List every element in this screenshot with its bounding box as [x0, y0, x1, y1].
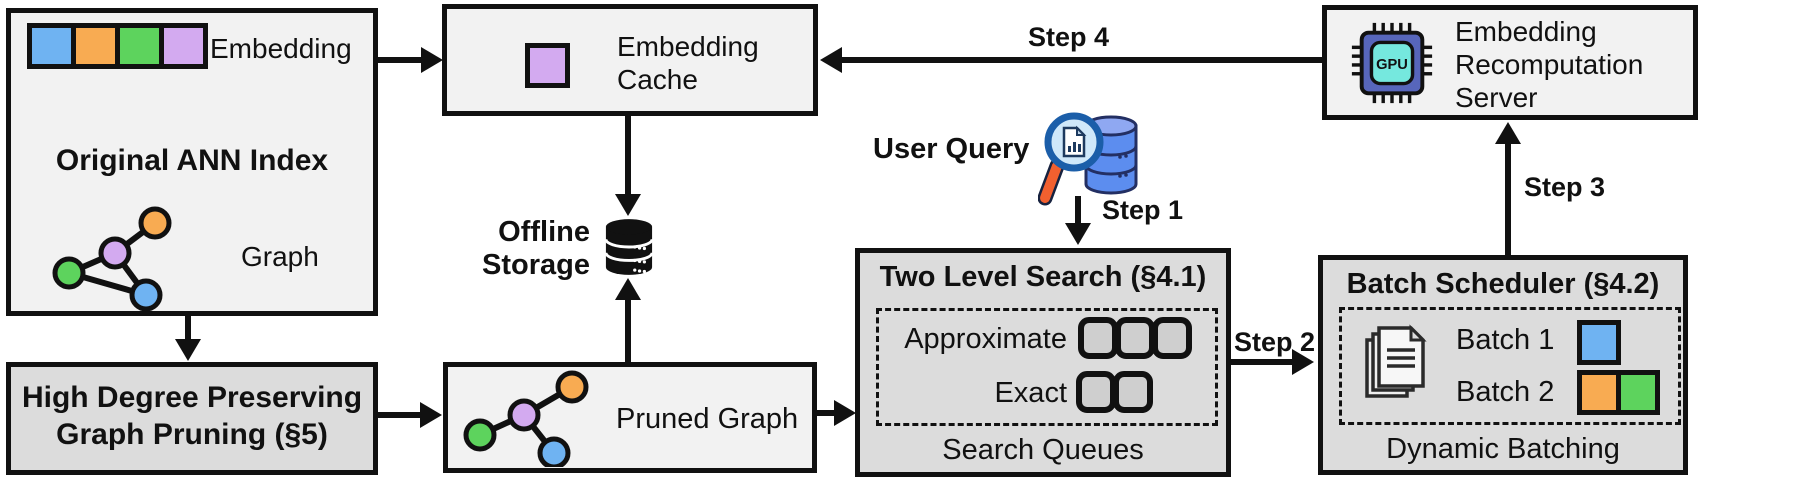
step2-label: Step 2 — [1234, 327, 1316, 357]
arrowhead — [820, 47, 842, 73]
arrowhead — [1495, 122, 1521, 144]
embedding-cell-blue — [32, 28, 76, 64]
embedding-cache-title: Embedding Cache — [617, 31, 759, 95]
original-ann-index-box: Embedding Original ANN Index Graph — [6, 8, 378, 316]
embedding-cell-purple — [164, 28, 203, 64]
graph-icon — [52, 206, 172, 312]
queue-slot-icon — [1152, 317, 1192, 359]
arrowhead — [615, 194, 641, 216]
gpu-chip-icon: GPU — [1351, 22, 1433, 104]
arrowhead — [421, 47, 443, 73]
batch-scheduler-box: Batch Scheduler (§4.2) Batch 1 Batch 2 D… — [1318, 255, 1688, 475]
arrow-pruned-to-storage — [625, 299, 631, 363]
queue-slot-icon — [1115, 317, 1155, 359]
arrow-step4 — [840, 57, 1322, 63]
arrowhead — [175, 339, 201, 361]
documents-icon — [1365, 324, 1427, 398]
arrow-pruning-to-pruned — [377, 412, 423, 418]
arrow-cache-to-storage — [625, 114, 631, 197]
gpu-chip-label: GPU — [1376, 57, 1408, 73]
dynamic-batching-label: Dynamic Batching — [1386, 433, 1620, 465]
pruned-node-purple — [507, 398, 541, 432]
arrowhead — [1292, 349, 1314, 375]
arrowhead — [1065, 223, 1091, 245]
embedding-vector-icon — [27, 23, 208, 69]
arrow-pruned-to-search — [815, 410, 837, 416]
database-icon — [604, 219, 654, 275]
embedding-cell-orange — [76, 28, 120, 64]
cached-embedding-square — [525, 43, 570, 88]
magnifier-database-icon — [1038, 112, 1138, 206]
step4-label: Step 4 — [1028, 22, 1110, 52]
queue-slot-icon — [1078, 317, 1118, 359]
offline-storage-label: Offline Storage — [482, 216, 590, 281]
dynamic-batching-panel — [1339, 307, 1681, 425]
exact-queue-icons — [1076, 371, 1153, 413]
recomputation-server-title: Embedding Recomputation Server — [1455, 16, 1644, 113]
search-queues-panel — [876, 308, 1218, 426]
embedding-cache-box: Embedding Cache — [442, 4, 818, 116]
graph-node-purple — [98, 236, 132, 270]
arrow-original-to-pruning — [185, 315, 191, 342]
graph-label: Graph — [241, 241, 319, 272]
arrowhead — [615, 278, 641, 300]
two-level-search-box: Two Level Search (§4.1) Approximate Exac… — [855, 248, 1231, 477]
exact-label: Exact — [994, 377, 1067, 409]
arrowhead — [834, 400, 856, 426]
graph-node-blue — [129, 278, 163, 312]
graph-pruning-title: High Degree Preserving Graph Pruning (§5… — [21, 381, 363, 451]
arrow-step2 — [1229, 359, 1295, 365]
pruned-graph-icon — [463, 370, 589, 467]
queue-slot-icon — [1113, 371, 1153, 413]
original-index-title: Original ANN Index — [55, 144, 329, 177]
arrow-original-to-cache — [377, 57, 424, 63]
two-level-search-title: Two Level Search (§4.1) — [879, 261, 1207, 293]
queue-slot-icon — [1076, 371, 1116, 413]
batch1-items — [1577, 320, 1621, 365]
pruned-node-orange — [555, 370, 589, 404]
embedding-cell-green — [120, 28, 164, 64]
arrowhead — [420, 402, 442, 428]
recomputation-server-box: GPU Embedding Recomputation Server — [1322, 5, 1698, 120]
user-query-label: User Query — [873, 133, 1030, 165]
graph-node-orange — [138, 206, 172, 240]
batch1-item-blue — [1577, 320, 1621, 365]
search-queues-label: Search Queues — [942, 434, 1144, 466]
graph-pruning-box: High Degree Preserving Graph Pruning (§5… — [6, 362, 378, 475]
pruned-graph-box: Pruned Graph — [443, 362, 817, 473]
pruned-node-green — [463, 418, 497, 452]
pruned-node-blue — [537, 436, 571, 467]
step1-label: Step 1 — [1102, 195, 1184, 225]
batch2-label: Batch 2 — [1456, 376, 1555, 408]
batch-scheduler-title: Batch Scheduler (§4.2) — [1346, 268, 1660, 300]
batch1-label: Batch 1 — [1456, 324, 1555, 356]
pruned-graph-label: Pruned Graph — [616, 403, 799, 435]
batch2-item-green — [1616, 370, 1660, 415]
approximate-label: Approximate — [904, 323, 1067, 355]
arrow-step1 — [1075, 196, 1081, 225]
approximate-queue-icons — [1078, 317, 1192, 359]
graph-node-green — [52, 256, 86, 290]
batch2-item-orange — [1577, 370, 1621, 415]
arrow-step3 — [1505, 143, 1511, 255]
step3-label: Step 3 — [1524, 172, 1606, 202]
embedding-label: Embedding — [210, 33, 352, 64]
batch2-items — [1577, 370, 1660, 415]
